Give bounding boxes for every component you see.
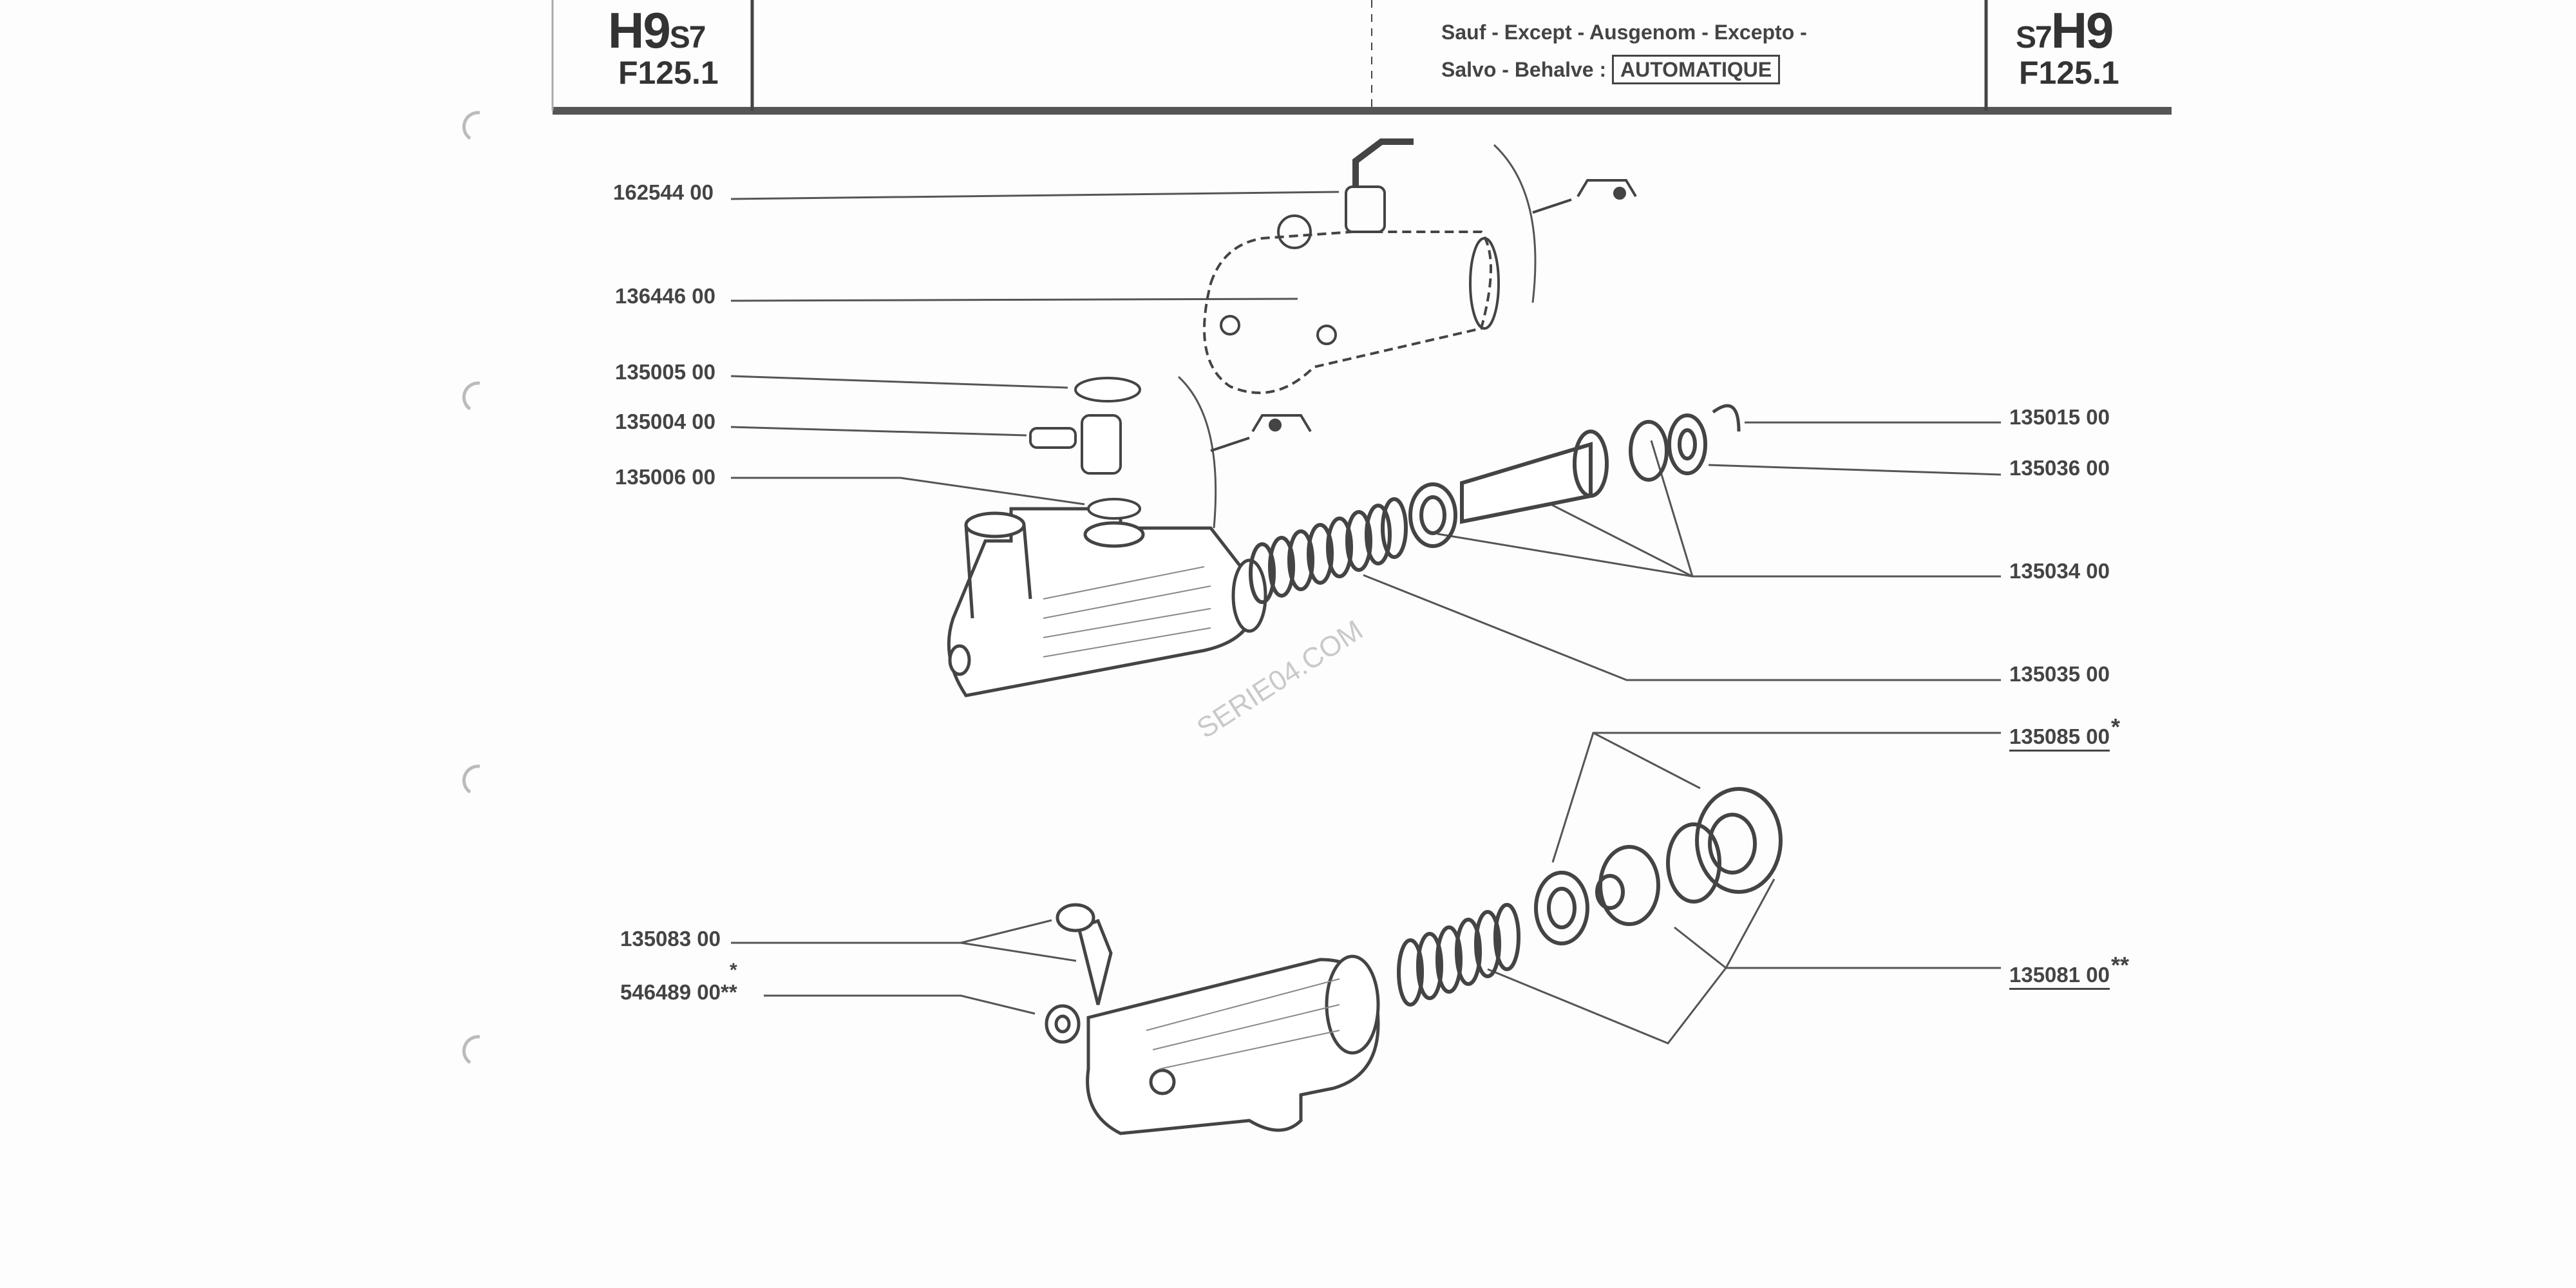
part-label: 135036 00	[2009, 456, 2110, 480]
part-mark: **	[2111, 952, 2130, 978]
part-label: 162544 00	[613, 180, 714, 204]
part-label: 135006 00	[615, 465, 715, 489]
part-code: 546489 00	[620, 980, 721, 1004]
variant-code: S7	[669, 21, 706, 55]
part-label: 135034 00	[2009, 559, 2110, 583]
leader-lines	[730, 144, 2002, 1045]
part-label: 136446 00	[615, 284, 715, 308]
part-mark: *	[2111, 714, 2121, 740]
part-label: 135004 00	[615, 410, 715, 433]
lower-spring-drawing	[1397, 787, 1783, 1007]
part-label: 135035 00	[2009, 662, 2110, 686]
reservoir-drawing	[1203, 138, 1500, 394]
except-line-2: Salvo - Behalve : AUTOMATIQUE	[1441, 55, 1781, 84]
punch-holes	[462, 111, 480, 1065]
part-label: 135081 00**	[2009, 952, 2130, 990]
master-cylinder-drawing	[947, 507, 1267, 697]
header-frame	[551, 0, 2172, 115]
part-label: 135005 00	[615, 360, 715, 384]
header-right-model: S7H9	[2016, 1, 2114, 60]
header-left-section: F125.1	[618, 55, 719, 91]
slave-cylinder-drawing	[1045, 903, 1380, 1135]
header-right-section: F125.1	[2019, 55, 2119, 91]
upper-spring-drawing	[1249, 404, 1741, 604]
vehicle-symbols	[1210, 179, 1637, 452]
model-code: H9	[2050, 2, 2114, 59]
part-mark: **	[721, 980, 737, 1004]
part-label: 135083 00	[620, 927, 721, 951]
model-code: H9	[608, 2, 671, 59]
header-left-model: H9S7	[608, 1, 706, 60]
variant-code: S7	[2016, 21, 2052, 55]
part-label: 546489 00**	[620, 980, 737, 1005]
part-label: 135085 00*	[2009, 714, 2121, 752]
part-code: 135085 00	[2009, 724, 2110, 752]
part-code: 135081 00	[2009, 963, 2110, 990]
except-value-badge: AUTOMATIQUE	[1611, 55, 1781, 84]
part-label: 135015 00	[2009, 405, 2110, 429]
part-mark-above: *	[730, 960, 737, 981]
except-label: Salvo - Behalve :	[1441, 58, 1607, 81]
except-line-1: Sauf - Except - Ausgenom - Excepto -	[1441, 21, 1807, 44]
fitting-parts-drawing	[1029, 377, 1141, 520]
